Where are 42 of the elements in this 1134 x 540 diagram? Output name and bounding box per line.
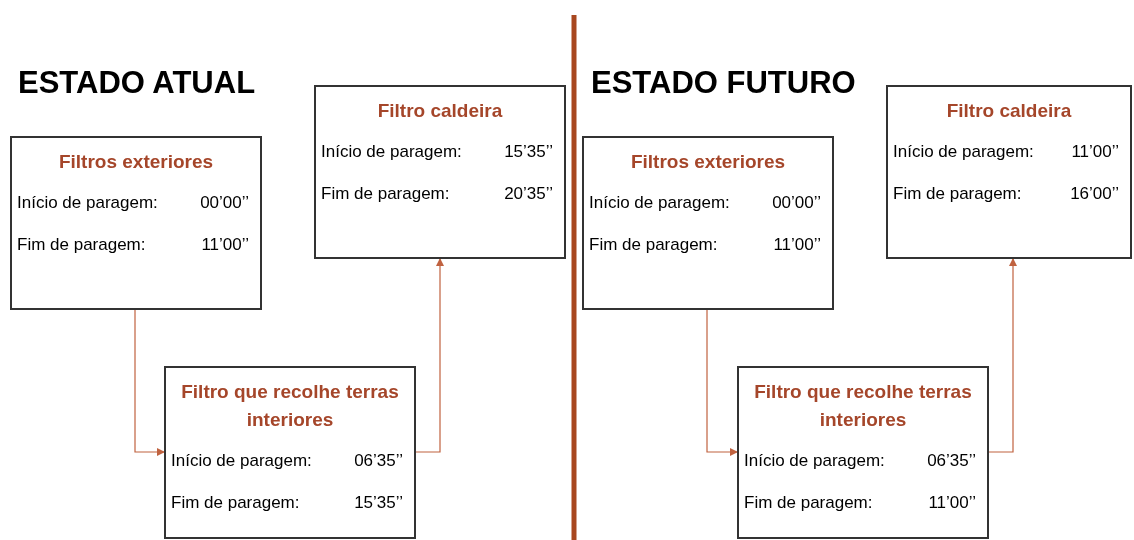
time-value: 11’00’’ <box>928 491 976 514</box>
section-heading: ESTADO ATUAL <box>18 64 256 102</box>
arrow <box>706 309 738 456</box>
process-box <box>314 85 566 259</box>
time-value: 11’00’’ <box>201 233 249 256</box>
field-label: Início de paragem: <box>321 141 462 163</box>
time-value: 00’00’’ <box>772 192 821 214</box>
arrow <box>415 258 444 453</box>
arrow <box>988 258 1017 453</box>
box-heading: Filtro caldeira <box>945 99 1073 123</box>
process-box <box>582 136 834 310</box>
field-label: Início de paragem: <box>589 192 730 214</box>
arrow <box>134 309 165 456</box>
time-value: 11’00’’ <box>773 233 821 256</box>
time-value: 15’35’’ <box>354 491 403 514</box>
field-label: Início de paragem: <box>893 141 1034 163</box>
box-heading: Filtro caldeira <box>376 99 504 123</box>
process-box <box>10 136 262 310</box>
field-label: Início de paragem: <box>171 450 312 472</box>
time-value: 11’00’’ <box>1071 141 1119 163</box>
time-value: 15’35’’ <box>504 141 553 163</box>
section-heading: ESTADO FUTURO <box>591 64 856 102</box>
field-label: Fim de paragem: <box>744 491 873 514</box>
field-label: Fim de paragem: <box>171 491 300 514</box>
box-heading: Filtros exteriores <box>629 150 787 174</box>
process-box <box>164 366 416 539</box>
time-value: 20’35’’ <box>504 182 553 205</box>
process-box <box>886 85 1132 259</box>
time-value: 06’35’’ <box>354 450 403 472</box>
field-label: Início de paragem: <box>744 450 885 472</box>
time-value: 00’00’’ <box>200 192 249 214</box>
box-heading: Filtros exteriores <box>57 150 215 174</box>
field-label: Fim de paragem: <box>893 182 1022 205</box>
time-value: 06’35’’ <box>927 450 976 472</box>
field-label: Início de paragem: <box>17 192 158 214</box>
field-label: Fim de paragem: <box>17 233 146 256</box>
field-label: Fim de paragem: <box>321 182 450 205</box>
field-label: Fim de paragem: <box>589 233 718 256</box>
process-box <box>737 366 989 539</box>
box-heading: Filtro que recolhe terras interiores <box>180 380 400 432</box>
time-value: 16’00’’ <box>1070 182 1119 205</box>
box-heading: Filtro que recolhe terras interiores <box>753 380 973 432</box>
